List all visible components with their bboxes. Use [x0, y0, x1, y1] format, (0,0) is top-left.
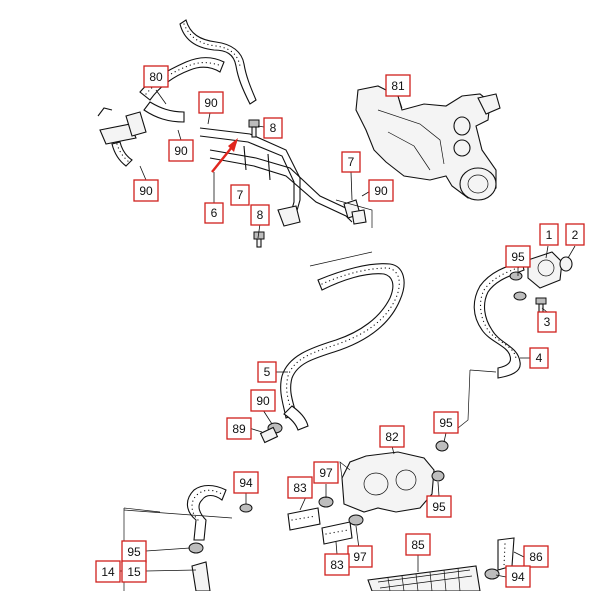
- callout-89[interactable]: 89: [226, 417, 252, 440]
- callout-97b[interactable]: 97: [347, 545, 373, 568]
- callout-95d-text: 95: [127, 545, 141, 559]
- callout-3-text: 3: [544, 315, 551, 329]
- callout-83a-text: 83: [293, 481, 307, 495]
- callout-90d[interactable]: 90: [368, 179, 394, 202]
- callout-90d-text: 90: [374, 184, 388, 198]
- callout-3[interactable]: 3: [537, 311, 557, 333]
- callout-82-text: 82: [385, 430, 399, 444]
- callout-95b-text: 95: [439, 416, 453, 430]
- turbocharger: [355, 85, 501, 201]
- radiator: [367, 565, 481, 591]
- callout-83a[interactable]: 83: [287, 476, 313, 499]
- callout-6[interactable]: 6: [204, 202, 224, 224]
- callout-89-text: 89: [232, 422, 246, 436]
- callout-94b-text: 94: [511, 570, 525, 584]
- callout-81-text: 81: [391, 79, 405, 93]
- callout-5-text: 5: [264, 365, 271, 379]
- callout-2-text: 2: [572, 228, 579, 242]
- callout-5[interactable]: 5: [257, 361, 277, 383]
- callout-83b[interactable]: 83: [324, 553, 350, 576]
- callout-95c[interactable]: 95: [426, 495, 452, 518]
- callout-86-text: 86: [529, 550, 543, 564]
- callout-85[interactable]: 85: [405, 533, 431, 556]
- coolant-flange: [509, 251, 573, 315]
- thermostat-housing: [339, 440, 449, 513]
- callout-97b-text: 97: [353, 550, 367, 564]
- callout-90b-text: 90: [174, 144, 188, 158]
- callout-81[interactable]: 81: [385, 74, 411, 97]
- callout-90c[interactable]: 90: [133, 179, 159, 202]
- callout-86[interactable]: 86: [523, 545, 549, 568]
- callout-94b[interactable]: 94: [505, 565, 531, 588]
- short-hose-83: [287, 496, 364, 545]
- callout-7b[interactable]: 7: [230, 184, 250, 206]
- hose-clamp-icon: [259, 422, 283, 444]
- callout-15[interactable]: 15: [121, 560, 147, 583]
- callout-14-text: 14: [101, 565, 115, 579]
- short-hose-86: [484, 537, 515, 580]
- callout-7a[interactable]: 7: [341, 151, 361, 173]
- callout-1[interactable]: 1: [539, 223, 559, 246]
- callout-4[interactable]: 4: [529, 347, 549, 369]
- callout-94a-text: 94: [239, 476, 253, 490]
- callout-94a[interactable]: 94: [233, 471, 259, 494]
- callout-8b[interactable]: 8: [250, 204, 270, 226]
- callout-80-text: 80: [149, 70, 163, 84]
- callout-95c-text: 95: [432, 500, 446, 514]
- callout-95a[interactable]: 95: [505, 245, 531, 268]
- coolant-hose-assembly-upper: [97, 19, 257, 167]
- callout-1-text: 1: [546, 228, 553, 242]
- callout-97a-text: 97: [319, 466, 333, 480]
- callout-14[interactable]: 14: [95, 560, 121, 583]
- coolant-hose-right: [457, 261, 525, 429]
- leader-lines: [118, 89, 576, 578]
- callout-83b-text: 83: [330, 558, 344, 572]
- callout-80[interactable]: 80: [143, 65, 169, 88]
- coolant-hose-long: [280, 251, 405, 431]
- callout-2[interactable]: 2: [565, 223, 585, 246]
- coolant-pipe-assembly: [199, 127, 373, 228]
- callout-7a-text: 7: [348, 155, 355, 169]
- callout-8a-text: 8: [270, 121, 277, 135]
- callout-82[interactable]: 82: [379, 425, 405, 448]
- red-arrow-icon: [211, 138, 238, 173]
- callout-95d[interactable]: 95: [121, 540, 147, 563]
- callout-labels: 80 90 8 90 90 81 7 90 7 6 8 1 2 95 3 4 5…: [95, 65, 585, 588]
- callout-7b-text: 7: [237, 188, 244, 202]
- callout-8a[interactable]: 8: [263, 117, 283, 139]
- callout-97a[interactable]: 97: [313, 461, 339, 484]
- callout-85-text: 85: [411, 538, 425, 552]
- callout-15-text: 15: [127, 565, 141, 579]
- callout-95b[interactable]: 95: [433, 411, 459, 434]
- callout-90c-text: 90: [139, 184, 153, 198]
- callout-6-text: 6: [211, 206, 218, 220]
- callout-90e[interactable]: 90: [250, 389, 276, 412]
- callout-90e-text: 90: [256, 394, 270, 408]
- callout-95a-text: 95: [511, 250, 525, 264]
- callout-90a[interactable]: 90: [198, 91, 224, 114]
- callout-90b[interactable]: 90: [168, 139, 194, 162]
- bolt-icon: [248, 119, 265, 248]
- callout-8b-text: 8: [257, 208, 264, 222]
- callout-4-text: 4: [536, 351, 543, 365]
- callout-90a-text: 90: [204, 96, 218, 110]
